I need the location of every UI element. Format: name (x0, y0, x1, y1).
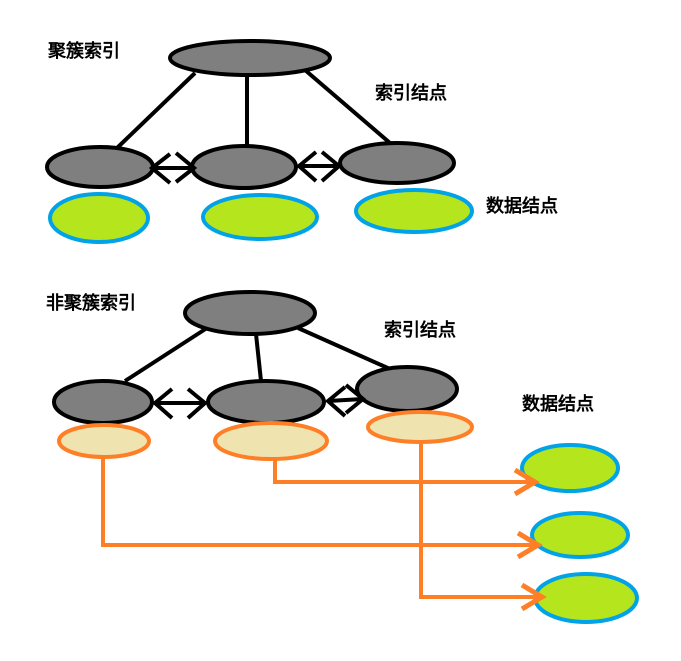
data-node-3 (533, 572, 639, 624)
pointer-record2-to-data1 (273, 458, 540, 497)
clustered-data-node-label: 数据结点 (486, 195, 558, 217)
arrowhead-left-icon (295, 150, 318, 183)
data-node-2 (201, 193, 319, 241)
non-clustered-index-diagram: 非聚簇索引 索引结 (46, 290, 639, 624)
data-node-3 (354, 188, 474, 234)
arrowhead-right-icon (320, 150, 343, 183)
record-node-3 (366, 410, 474, 444)
non-clustered-data-node-label: 数据结点 (522, 393, 594, 415)
clustered-title: 聚簇索引 (47, 40, 120, 62)
arrowhead-right-icon (513, 467, 540, 497)
sibling-arrow-right (295, 150, 343, 183)
pointer-record1-to-data2 (101, 456, 543, 560)
index-node-root (183, 290, 317, 336)
record-node-1 (57, 423, 151, 459)
arrowhead-left-icon (324, 385, 347, 418)
arrowhead-right-icon (186, 387, 209, 420)
data-node-1 (48, 192, 150, 244)
arrowhead-right-icon (344, 383, 367, 415)
arrowhead-left-icon (151, 387, 174, 420)
edge-root-middle (254, 333, 263, 382)
pointer-line (101, 456, 536, 547)
index-node-leaf-1 (52, 379, 154, 425)
edge-root-left (123, 326, 209, 383)
index-node-leaf-3 (355, 365, 459, 413)
sibling-arrow-left (148, 151, 198, 185)
sibling-arrow-line (327, 397, 364, 403)
pointer-record3-to-data3 (419, 441, 547, 612)
sibling-arrow-left (151, 387, 209, 420)
non-clustered-title: 非聚簇索引 (46, 292, 136, 314)
edge-root-left (115, 71, 197, 150)
arrowhead-left-icon (148, 152, 172, 185)
edge-root-right (297, 326, 391, 371)
sibling-arrow-right (324, 383, 367, 418)
data-node-2 (530, 511, 630, 559)
pointer-line (273, 458, 533, 484)
record-node-2 (213, 421, 329, 461)
index-node-leaf-2 (206, 379, 326, 425)
clustered-index-diagram: 聚簇索引 索引结点 (45, 39, 558, 244)
index-node-leaf-1 (45, 145, 155, 189)
non-clustered-index-node-label: 索引结点 (384, 319, 456, 341)
index-node-leaf-3 (338, 141, 456, 185)
arrowhead-right-icon (174, 151, 198, 184)
index-node-root (168, 39, 332, 77)
pointer-line (419, 441, 540, 599)
data-node-1 (520, 443, 620, 493)
arrowhead-right-icon (520, 582, 547, 612)
index-node-leaf-2 (190, 144, 298, 190)
arrowhead-right-icon (516, 530, 543, 560)
edge-root-right (303, 68, 392, 145)
clustered-index-node-label: 索引结点 (375, 82, 447, 104)
